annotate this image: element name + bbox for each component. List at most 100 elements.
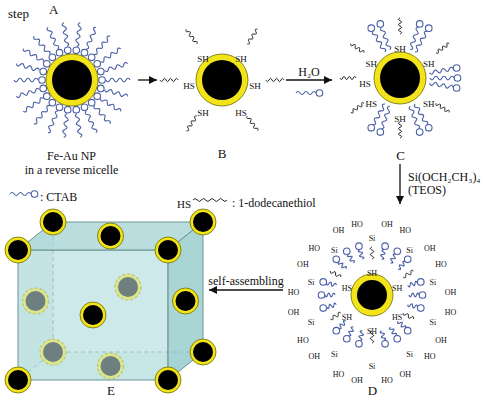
fe-core xyxy=(193,212,213,232)
ctab-head xyxy=(43,93,50,100)
hydroxyl-label: HO xyxy=(333,370,345,379)
hydroxyl-label: OH xyxy=(333,227,345,236)
fe-core xyxy=(176,291,196,311)
ctab-tail xyxy=(101,48,121,62)
reaction-arrow xyxy=(138,79,157,80)
thiol-label: SH xyxy=(249,82,261,92)
fe-core xyxy=(158,240,178,260)
ctab-head xyxy=(417,305,424,312)
ctab-head xyxy=(94,60,101,67)
ctab-tail xyxy=(408,304,418,308)
fe-core xyxy=(43,212,63,232)
gold-shell xyxy=(190,339,216,365)
dodecanethiol-chain xyxy=(403,313,413,319)
ctab-tail xyxy=(86,27,96,49)
cube-front-face xyxy=(18,250,168,380)
ctab-head xyxy=(416,129,423,136)
silicon-label: Si xyxy=(331,350,338,359)
hydroxyl-label: OH xyxy=(381,221,393,230)
ctab-head xyxy=(394,248,401,255)
silicon-label: Si xyxy=(430,279,437,288)
ctab-tail xyxy=(430,76,454,80)
ctab-tail xyxy=(338,262,346,269)
dodecanethiol-chain xyxy=(186,29,197,44)
ctab-tail xyxy=(325,293,335,297)
thiol-label: SH xyxy=(394,115,406,125)
hydroxyl-label: OH xyxy=(400,370,412,379)
ctab-tail xyxy=(63,114,68,138)
ctab-tail xyxy=(76,23,81,47)
fe-core xyxy=(8,370,28,390)
ctab-head xyxy=(43,60,50,67)
ctab-head xyxy=(40,68,47,75)
ctab-head xyxy=(356,243,363,250)
step-label: step xyxy=(8,7,29,21)
gold-shell xyxy=(173,288,199,314)
hydroxyl-label: HO xyxy=(424,352,436,361)
dodecanethiol-chain xyxy=(398,18,401,34)
ctab-head xyxy=(64,106,71,113)
gold-shell xyxy=(98,223,124,249)
thiol-label: SH xyxy=(394,45,406,55)
thiol-label: HS xyxy=(183,82,195,92)
fe-core xyxy=(158,370,178,390)
fe-core xyxy=(101,226,121,246)
ctab-head xyxy=(333,327,340,334)
thiol-label: HS xyxy=(366,100,378,110)
fe-core xyxy=(83,305,103,325)
dodecanethiol-chain xyxy=(370,247,373,259)
step-letter: B xyxy=(218,147,227,162)
ctab-tail xyxy=(94,36,110,54)
fe-core xyxy=(357,280,387,310)
ctab-tail xyxy=(14,78,38,82)
ctab-tail xyxy=(430,82,454,88)
hydroxyl-label: OH xyxy=(297,260,309,269)
hydroxyl-label: HO xyxy=(288,289,300,298)
ctab-tail xyxy=(410,27,418,50)
ctab-head xyxy=(343,248,350,255)
thiol-symbol xyxy=(193,199,227,202)
dodecanethiol-chain xyxy=(330,312,340,320)
fe-core xyxy=(193,342,213,362)
step-figure: E xyxy=(14,215,208,399)
ctab-tail xyxy=(34,106,50,124)
ctab-tail xyxy=(380,331,386,341)
thiol-label: SH xyxy=(367,328,377,337)
ctab-symbol-tail xyxy=(296,92,316,95)
ctab-head xyxy=(368,25,375,32)
figure-caption: in a reverse micelle xyxy=(25,164,119,178)
ctab-tail xyxy=(408,281,418,287)
thiol-label: HS xyxy=(392,313,402,322)
gold-shell xyxy=(155,367,181,393)
hydroxyl-label: OH xyxy=(288,308,300,317)
ctab-tail xyxy=(358,250,364,260)
ctab-head xyxy=(318,292,325,299)
ctab-head xyxy=(49,54,56,61)
gold-shell xyxy=(374,52,426,104)
ctab-head xyxy=(81,49,88,56)
ctab-head xyxy=(333,256,340,263)
ctab-tail xyxy=(372,31,385,52)
dodecanethiol-chain xyxy=(247,116,258,131)
ctab-head xyxy=(453,85,460,92)
ctab-tail xyxy=(415,31,427,52)
ctab-tail xyxy=(339,321,346,329)
ctab-head xyxy=(64,47,71,54)
dodecanethiol-chain xyxy=(398,122,401,138)
gold-shell xyxy=(155,237,181,263)
gold-shell xyxy=(5,237,31,263)
ctab-head xyxy=(97,85,104,92)
step-figure: AFe-Au NPin a reverse micelle xyxy=(5,3,138,178)
ctab-head xyxy=(320,305,327,312)
ctab-head xyxy=(404,256,411,263)
hydroxyl-label: OH xyxy=(435,337,447,346)
ctab-head xyxy=(454,75,461,82)
gold-shell xyxy=(351,274,393,316)
reaction-arrow xyxy=(286,79,332,80)
dodecanethiol-chain xyxy=(330,271,340,277)
gold-shell xyxy=(190,209,216,235)
thiol-label: SH xyxy=(197,109,209,119)
ctab-head xyxy=(94,93,101,100)
gold-shell xyxy=(196,54,248,106)
